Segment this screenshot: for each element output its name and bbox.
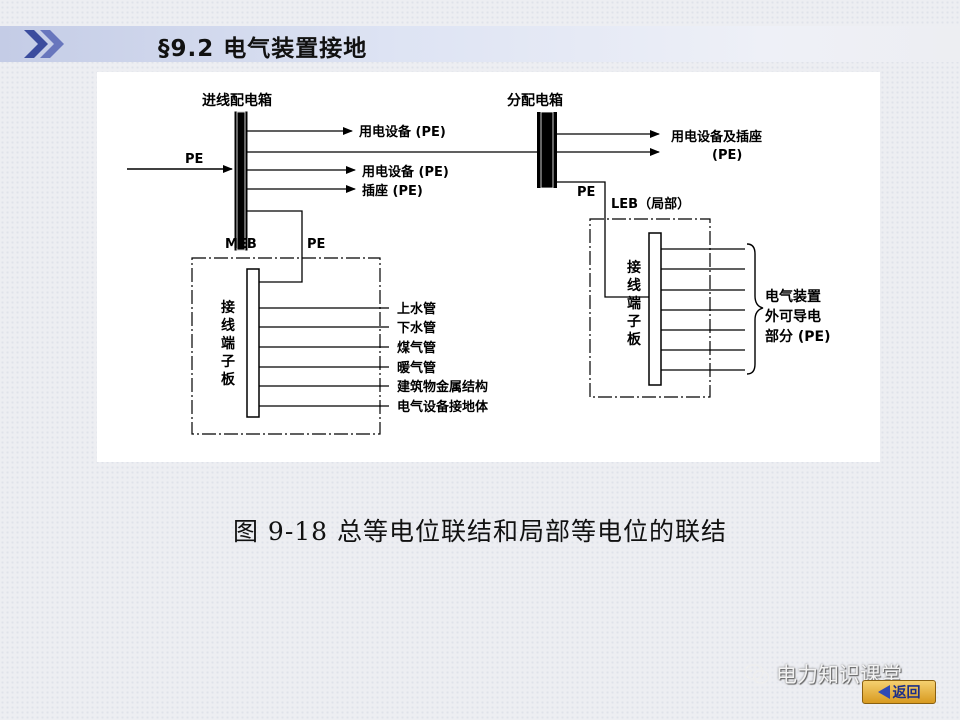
figure-caption: 图 9-18 总等电位联结和局部等电位的联结: [232, 517, 728, 546]
leb-label: LEB（局部）: [611, 196, 690, 212]
item-label-6: 电气设备接地体: [397, 399, 489, 415]
incoming-box-label: 进线配电箱: [202, 92, 272, 109]
terminal-board-left: [246, 268, 260, 418]
sub-box-label: 分配电箱: [507, 92, 563, 109]
back-arrow-icon: [877, 685, 890, 699]
conductive-label-3: 部分 (PE): [765, 328, 831, 345]
wechat-icon: [744, 664, 770, 684]
branch-label-3: 插座 (PE): [362, 183, 423, 199]
item-label-3: 煤气管: [397, 340, 436, 356]
meb-enclosure: [191, 257, 381, 435]
grouping-brace: [746, 243, 764, 375]
item-label-4: 暖气管: [397, 360, 436, 376]
leb-enclosure: [589, 218, 711, 398]
item-label-1: 上水管: [397, 301, 436, 317]
back-button-label: 返回: [892, 685, 921, 701]
meb-pe-label: PE: [307, 237, 325, 252]
title-bar: §9.2 电气装置接地: [0, 26, 960, 62]
meb-pe-link: [247, 210, 303, 283]
outgoing-label-1: 用电设备及插座: [670, 129, 762, 145]
diagram-panel: PE 进线配电箱 MEB 用电设备 (PE) 用电设备 (PE) 插座 (PE)…: [97, 72, 880, 462]
leb-pe-link: [557, 181, 649, 298]
bonded-item-lines: [259, 307, 389, 407]
leb-pe-label: PE: [577, 185, 595, 200]
terminal-board-left-label: 接 线 端 子 板: [221, 299, 240, 388]
conductive-label-1: 电气装置: [765, 288, 821, 305]
back-button[interactable]: 返回: [862, 680, 936, 704]
page-title: §9.2 电气装置接地: [158, 36, 368, 62]
pe-incoming-label: PE: [185, 152, 203, 167]
meb-label: MEB: [225, 237, 257, 252]
branch-label-2: 用电设备 (PE): [361, 164, 449, 180]
item-label-2: 下水管: [397, 320, 436, 336]
terminal-board-right: [648, 232, 662, 386]
conductive-label-2: 外可导电: [765, 308, 821, 325]
equipotential-bonding-diagram: PE 进线配电箱 MEB 用电设备 (PE) 用电设备 (PE) 插座 (PE)…: [127, 92, 831, 435]
chevron-right-icon: [24, 30, 64, 58]
item-label-5: 建筑物金属结构: [397, 379, 488, 395]
terminal-board-right-label: 接 线 端 子 板: [627, 259, 646, 348]
branch-label-1: 用电设备 (PE): [358, 124, 446, 140]
local-bonding-lines: [661, 248, 745, 371]
outgoing-label-2: (PE): [712, 148, 742, 163]
